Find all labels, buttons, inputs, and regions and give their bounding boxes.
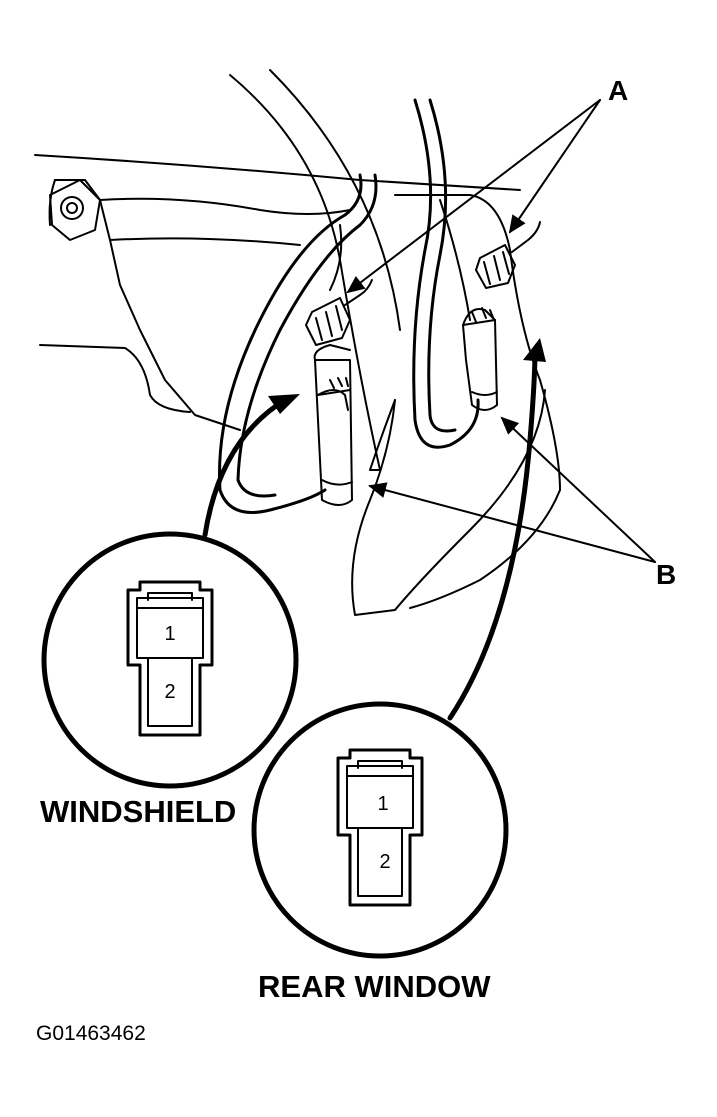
mounting-bolt [49, 179, 101, 241]
callout-a-label: A [608, 75, 628, 106]
windshield-pin-1: 1 [164, 623, 175, 645]
rear-window-detail-arrow [447, 338, 546, 721]
vehicle-body-panel [34, 69, 561, 616]
rear-window-connector-plug [475, 221, 541, 289]
callout-b-leaders [368, 416, 656, 563]
washer-hoses [218, 98, 480, 514]
windshield-detail-arrow [202, 394, 300, 538]
rear-window-washer-pump [462, 307, 498, 411]
windshield-label: WINDSHIELD [40, 794, 236, 829]
windshield-connector-plug [305, 279, 373, 346]
callout-a-leaders [346, 99, 601, 294]
windshield-washer-pump [313, 344, 353, 506]
callout-b-label: B [656, 559, 676, 590]
rear-window-connector-detail: 1 2 [251, 701, 509, 959]
rear-window-label: REAR WINDOW [258, 969, 491, 1004]
rear-window-pin-1: 1 [377, 793, 388, 815]
windshield-connector-detail: 1 2 [41, 531, 299, 789]
figure-id: G01463462 [36, 1022, 146, 1045]
windshield-pin-2: 2 [164, 681, 175, 703]
rear-window-pin-2: 2 [379, 851, 390, 873]
